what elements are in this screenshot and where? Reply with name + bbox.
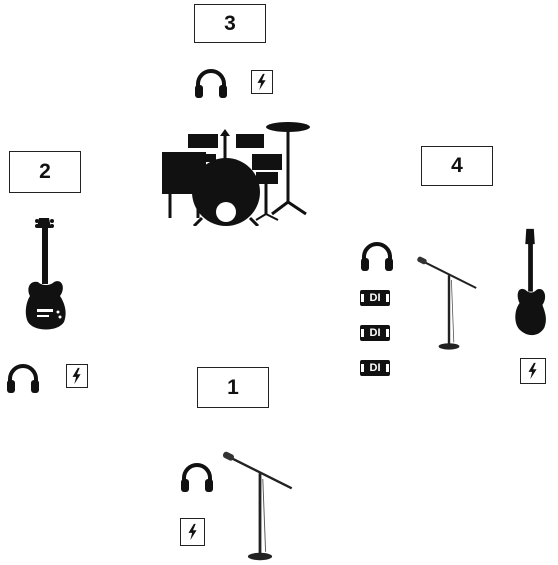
electric-guitar-icon (512, 225, 550, 343)
di-box-icon: DI (360, 325, 390, 341)
headphones-icon (359, 240, 395, 272)
power-icon (66, 364, 88, 388)
bass-guitar-icon (22, 215, 72, 337)
station-4-number: 4 (451, 154, 463, 177)
station-1-number: 1 (227, 375, 239, 399)
microphone-stand-icon (417, 247, 481, 361)
di-box-icon: DI (360, 290, 390, 306)
headphones-icon (193, 67, 229, 99)
headphones-icon (5, 362, 41, 394)
di-box-icon: DI (360, 360, 390, 376)
power-icon (251, 70, 273, 94)
station-4-label: 4 (421, 146, 493, 186)
station-3-label: 3 (194, 4, 266, 43)
power-icon (180, 518, 205, 546)
station-1-label: 1 (197, 367, 269, 408)
microphone-stand-icon (222, 451, 298, 563)
drum-kit-icon (160, 114, 320, 226)
power-icon (520, 358, 546, 384)
station-3-number: 3 (224, 11, 236, 35)
station-2-label: 2 (9, 151, 81, 193)
station-2-number: 2 (39, 160, 51, 183)
headphones-icon (179, 461, 215, 493)
